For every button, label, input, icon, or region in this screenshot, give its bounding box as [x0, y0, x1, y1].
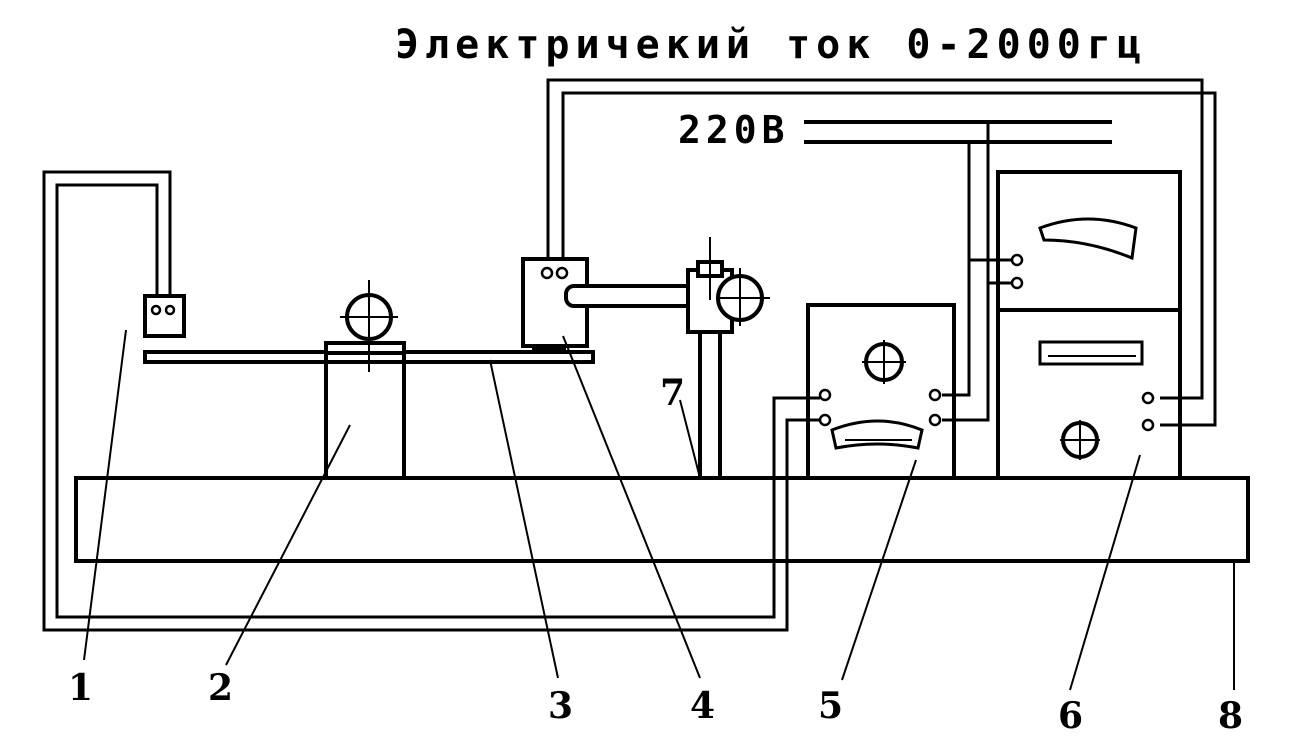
part-label-5: 5 [818, 685, 843, 727]
stand-7 [686, 237, 770, 480]
leader-lines [83, 329, 1235, 691]
part-label-4: 4 [690, 685, 715, 727]
voltage-label: 220В [678, 108, 790, 152]
left-wire-loop [42, 170, 820, 632]
diagram-title: Электричекий ток 0-2000гц [395, 22, 1147, 68]
generator-5 [806, 303, 956, 480]
support-stand-2 [324, 280, 406, 480]
part-label-7: 7 [660, 372, 685, 414]
part-label-6: 6 [1058, 695, 1083, 737]
meter-unit-6 [996, 170, 1182, 480]
sensor-1 [143, 294, 186, 338]
mains-220v-lines [804, 120, 1112, 422]
part-label-2: 2 [208, 667, 233, 709]
base-plate [74, 476, 1250, 563]
part-label-8: 8 [1218, 695, 1243, 737]
part-label-3: 3 [548, 685, 573, 727]
part-label-1: 1 [68, 667, 93, 709]
vibrator-4 [521, 78, 1217, 427]
